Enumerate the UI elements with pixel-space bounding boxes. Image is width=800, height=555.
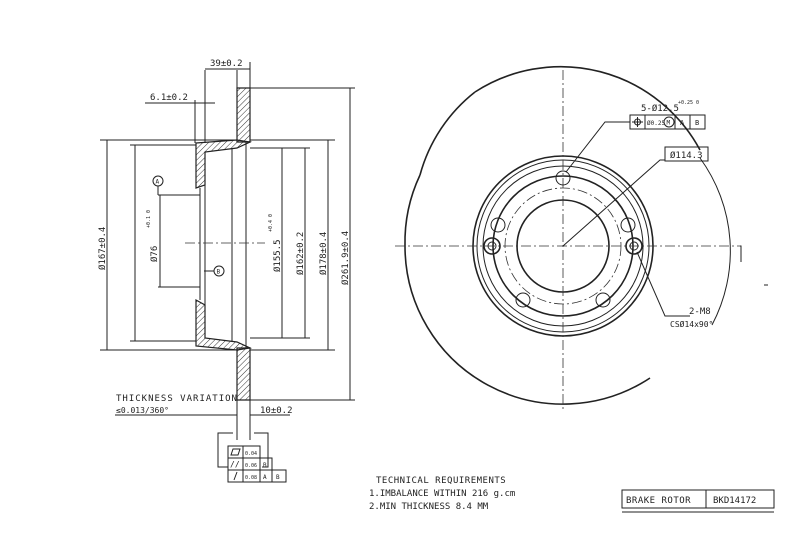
svg-text:Ø114.3: Ø114.3 <box>670 150 703 161</box>
svg-text:+0.25 0: +0.25 0 <box>678 100 699 106</box>
svg-text:Ø0.25: Ø0.25 <box>647 120 665 127</box>
dim-155-tol: +0.4 0 <box>268 214 274 232</box>
section-view <box>100 62 355 440</box>
dim-162: Ø162±0.2 <box>295 232 306 275</box>
svg-text:M: M <box>667 120 671 127</box>
thread-callout: 2-M8 CSØ14x90° <box>670 307 713 329</box>
svg-text:0.04: 0.04 <box>245 451 257 457</box>
svg-text:A: A <box>263 474 267 481</box>
svg-text:A: A <box>156 179 160 186</box>
svg-text:TECHNICAL REQUIREMENTS: TECHNICAL REQUIREMENTS <box>376 476 506 486</box>
threaded-holes <box>483 237 643 255</box>
svg-text:1.IMBALANCE WITHIN 216 g.cm: 1.IMBALANCE WITHIN 216 g.cm <box>369 489 515 499</box>
technical-requirements: TECHNICAL REQUIREMENTS 1.IMBALANCE WITHI… <box>369 476 515 512</box>
thickness-variation-value: ≤0.013/360° <box>116 406 169 415</box>
parallelism-icon: // <box>230 460 240 469</box>
svg-text:0.06: 0.06 <box>245 463 257 469</box>
dim-76-tol: +0.1 0 <box>146 210 152 228</box>
datum-b: B <box>204 265 225 277</box>
position-icon <box>632 117 643 127</box>
title-name: BRAKE ROTOR <box>626 496 691 506</box>
dim-178: Ø178±0.4 <box>318 232 329 275</box>
bolt-holes <box>490 170 636 308</box>
dimension-labels: 39±0.2 6.1±0.2 Ø167±0.4 Ø76 +0.1 0 Ø155.… <box>97 59 351 416</box>
svg-text:2-M8: 2-M8 <box>689 307 711 317</box>
datum-a: A <box>152 175 164 195</box>
outer-edge-top <box>474 65 701 151</box>
svg-text:A: A <box>680 119 685 127</box>
svg-text:B: B <box>276 474 280 481</box>
part-number: BKD14172 <box>713 496 756 506</box>
dim-155: Ø155.5 <box>272 239 283 272</box>
disc-bottom-section <box>236 347 251 401</box>
front-view <box>395 65 742 410</box>
thickness-variation-label: THICKNESS VARIATION <box>116 394 238 404</box>
hole-callout: 5-Ø12.5 +0.25 0 Ø0.25 M A B <box>629 100 706 130</box>
tolerance-frame: // 0.04 0.06 B 0.08 A B <box>217 432 287 483</box>
dim-167: Ø167±0.4 <box>97 227 108 270</box>
dim-width: 39±0.2 <box>210 59 243 69</box>
svg-text:5-Ø12.5: 5-Ø12.5 <box>641 103 679 114</box>
pcd-callout: Ø114.3 <box>664 146 709 162</box>
mmc-icon <box>663 116 675 128</box>
svg-text:0.08: 0.08 <box>245 475 257 481</box>
svg-text:B: B <box>695 119 699 127</box>
hat-bottom-section <box>195 298 253 351</box>
title-block: BRAKE ROTOR BKD14172 <box>621 489 775 513</box>
svg-text:B: B <box>263 462 267 469</box>
dim-261: Ø261.9±0.4 <box>340 231 351 285</box>
hat-top-section <box>195 139 253 189</box>
svg-text:B: B <box>217 269 221 276</box>
svg-text:CSØ14x90°: CSØ14x90° <box>670 319 713 329</box>
dim-thickness: 10±0.2 <box>260 406 293 416</box>
dim-offset: 6.1±0.2 <box>150 93 188 103</box>
disc-top-section <box>236 87 251 143</box>
runout-icon <box>233 471 238 481</box>
flatness-icon <box>230 448 241 456</box>
outer-edge-left <box>404 245 651 405</box>
svg-text:2.MIN THICKNESS 8.4 MM: 2.MIN THICKNESS 8.4 MM <box>369 502 489 512</box>
dim-76: Ø76 <box>149 246 160 262</box>
